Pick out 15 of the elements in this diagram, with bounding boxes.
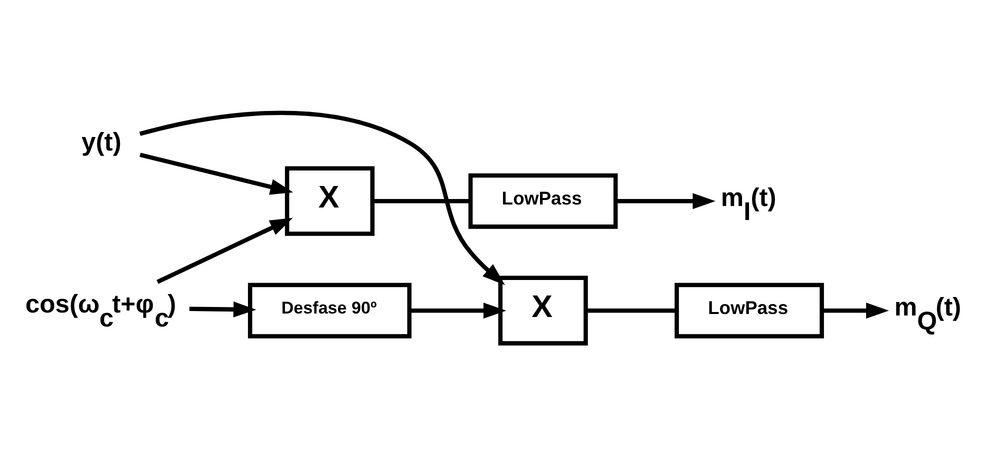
connector bbox=[372, 198, 470, 203]
arrow bbox=[822, 302, 889, 318]
arrow bbox=[156, 217, 293, 284]
node-box: Desfase 90º bbox=[248, 282, 412, 338]
arrow bbox=[410, 302, 506, 318]
node-box: X bbox=[498, 275, 588, 345]
arrow bbox=[139, 110, 505, 285]
node-box: LowPass bbox=[674, 282, 824, 338]
arrow bbox=[616, 192, 716, 209]
arrow bbox=[189, 300, 256, 317]
arrow bbox=[140, 152, 294, 194]
node-text: y(t) bbox=[82, 128, 122, 156]
node-box: LowPass bbox=[468, 172, 618, 228]
node-box: X bbox=[284, 166, 375, 236]
connector bbox=[586, 308, 677, 312]
